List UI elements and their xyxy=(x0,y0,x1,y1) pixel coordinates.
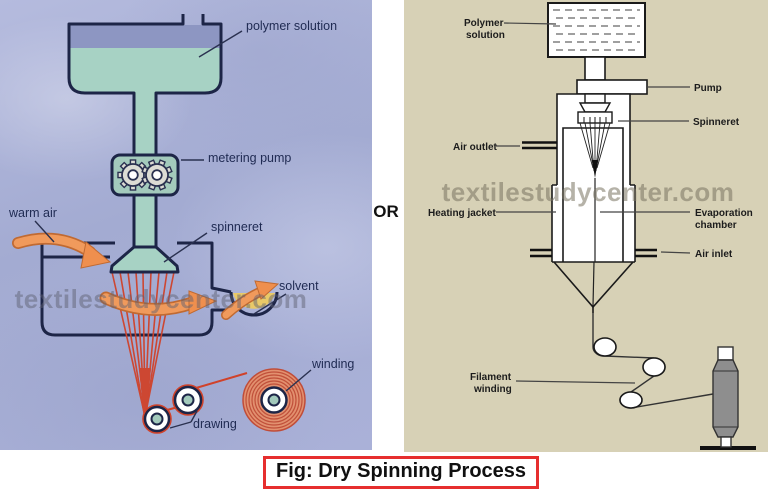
left-diagram-panel: textilestudycenter.com polymer solution … xyxy=(0,0,372,450)
pump-gear-left xyxy=(117,159,149,191)
fan-tip xyxy=(592,160,598,178)
tank-solution-fill xyxy=(69,48,221,252)
air-inlet-pipes xyxy=(530,248,657,258)
draw-roller-2 xyxy=(173,385,203,415)
chamber-air-arrow xyxy=(99,290,218,316)
draw-roller-1 xyxy=(143,405,171,433)
right-solution-tank xyxy=(547,2,646,58)
godet-rollers xyxy=(593,337,666,409)
tank-outline-right xyxy=(154,14,223,252)
right-leader-lines xyxy=(496,22,691,384)
pump-shape xyxy=(576,79,648,95)
thread-path xyxy=(142,372,248,434)
winding-spool xyxy=(242,368,306,432)
label-right-polymer-line1: Polymer xyxy=(464,18,504,29)
left-watermark: textilestudycenter.com xyxy=(15,284,308,314)
solvent-vapor-arrow xyxy=(221,280,280,320)
label-right-polymer-line2: solution xyxy=(466,30,505,41)
label-right-spinneret: Spinneret xyxy=(693,117,740,128)
label-evaporation-line1: Evaporation xyxy=(695,208,753,219)
right-diagram-panel: textilestudycenter.com Polymer solution … xyxy=(404,0,768,452)
right-watermark: textilestudycenter.com xyxy=(442,177,735,207)
label-warm-air: warm air xyxy=(8,206,57,220)
label-spinneret: spinneret xyxy=(211,220,263,234)
right-spinneret-shape xyxy=(577,93,613,124)
label-air-inlet: Air inlet xyxy=(695,249,733,260)
label-polymer-solution: polymer solution xyxy=(246,19,337,33)
warm-air-arrow xyxy=(12,232,112,269)
metering-pump-shape xyxy=(110,153,180,197)
label-metering-pump: metering pump xyxy=(208,151,291,165)
feed-pipe xyxy=(584,56,606,81)
label-air-outlet: Air outlet xyxy=(453,142,498,153)
tank-outline-left xyxy=(67,14,185,252)
label-right-pump: Pump xyxy=(694,83,722,94)
right-filament-fan xyxy=(579,122,611,307)
chamber-wall-right xyxy=(177,241,232,294)
label-filament-line2: winding xyxy=(473,384,512,395)
label-solvent: solvent xyxy=(279,279,319,293)
label-filament-line1: Filament xyxy=(470,372,512,383)
filament-tip xyxy=(139,368,151,428)
or-connector: OR xyxy=(373,202,399,221)
pump-gear-right xyxy=(141,159,173,191)
right-diagram-svg: textilestudycenter.com Polymer solution … xyxy=(428,2,756,450)
left-leader-lines xyxy=(34,30,312,429)
label-drawing: drawing xyxy=(193,417,237,431)
figure-caption: Fig: Dry Spinning Process xyxy=(263,456,540,489)
left-diagram-svg: textilestudycenter.com polymer solution … xyxy=(8,14,354,434)
label-winding: winding xyxy=(311,357,354,371)
tank-headspace xyxy=(70,25,220,49)
spinneret-shape xyxy=(109,245,180,274)
air-outlet-pipes xyxy=(522,141,557,150)
filament-cone xyxy=(111,271,175,428)
label-evaporation-line2: chamber xyxy=(695,220,737,231)
takeup-bobbin xyxy=(700,346,756,450)
label-heating-jacket: Heating jacket xyxy=(428,208,496,219)
solution-dashes xyxy=(553,9,640,51)
polymer-solution-tank xyxy=(67,14,223,252)
